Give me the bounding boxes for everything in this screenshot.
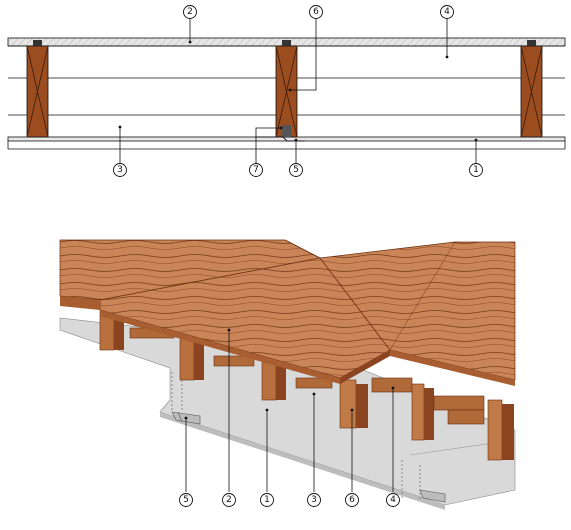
svg-text:7: 7	[253, 165, 259, 175]
iso-joist-6	[339, 379, 357, 429]
svg-text:2: 2	[226, 495, 232, 505]
svg-text:1: 1	[264, 495, 270, 505]
svg-text:3: 3	[117, 165, 123, 175]
svg-text:5: 5	[183, 495, 189, 505]
svg-text:4: 4	[444, 7, 450, 17]
iso-callout-6: 6	[345, 493, 359, 507]
svg-text:3: 3	[311, 495, 317, 505]
section-callout-3: 3	[113, 163, 127, 177]
iso-blocking-4	[371, 377, 413, 393]
section-view: 2 6 4 3 7 5 1	[7, 5, 566, 177]
section-joist-middle	[275, 40, 298, 138]
iso-floor-boards	[59, 239, 516, 386]
section-callout-6: 6	[309, 5, 323, 19]
section-callout-5: 5	[289, 163, 303, 177]
section-joist-right	[520, 40, 543, 138]
svg-text:1: 1	[473, 165, 479, 175]
section-joist-left	[26, 40, 49, 138]
svg-text:6: 6	[349, 495, 355, 505]
section-callout-1: 1	[469, 163, 483, 177]
section-callout-2: 2	[183, 5, 197, 19]
section-callout-7: 7	[249, 163, 263, 177]
section-callout-4: 4	[440, 5, 454, 19]
iso-callout-1: 1	[260, 493, 274, 507]
iso-callout-3: 3	[307, 493, 321, 507]
svg-text:4: 4	[390, 495, 396, 505]
iso-callout-5: 5	[179, 493, 193, 507]
svg-text:5: 5	[293, 165, 299, 175]
svg-text:6: 6	[313, 7, 319, 17]
iso-callout-2: 2	[222, 493, 236, 507]
iso-batten-3	[295, 377, 333, 389]
iso-callout-4: 4	[386, 493, 400, 507]
svg-text:2: 2	[187, 7, 193, 17]
isometric-view: 5 2 1 3 6 4	[59, 239, 516, 510]
